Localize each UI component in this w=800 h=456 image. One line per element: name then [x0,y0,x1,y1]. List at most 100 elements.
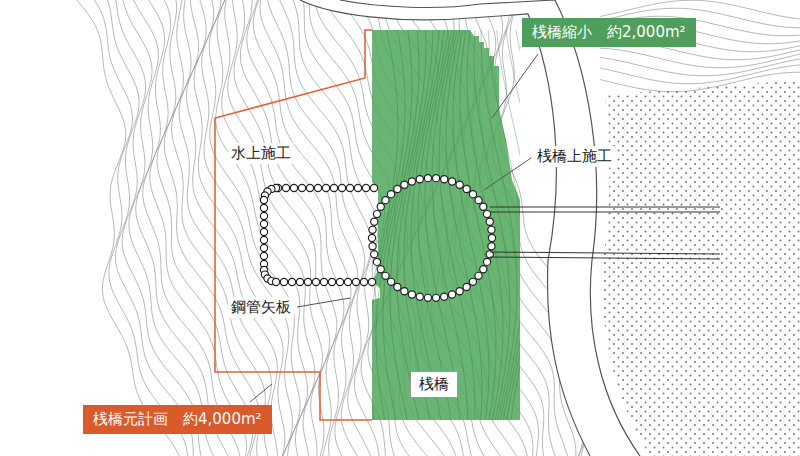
contour-line [87,0,188,456]
contour-line [425,30,460,420]
gravel-area [603,80,800,456]
sheet-pile [260,228,267,235]
contour-line [600,64,800,84]
contour-line [505,30,520,420]
sheet-pile [483,258,490,265]
contour-line [222,0,315,456]
contour-line [390,30,426,420]
sheet-pile [486,218,493,225]
sheet-pile [416,176,423,183]
sheet-pile [320,278,327,285]
sheet-pile [448,291,455,298]
contour-line [453,30,489,420]
reduced-trestle-area [372,30,520,420]
contour-line [474,30,510,420]
contour-line [260,0,358,456]
contour-line [129,0,229,456]
sheet-pile [290,184,297,191]
label-text: 桟橋 [419,375,449,394]
contour-line [446,30,482,420]
sheet-pile [260,220,267,227]
sheet-pile [424,175,431,182]
sheet-pile [432,175,439,182]
sheet-pile [338,184,345,191]
river-bank [340,0,640,456]
contour-line [372,30,398,420]
sheet-pile [401,181,408,188]
sheet-pile [488,243,495,250]
sheet-pile [408,291,415,298]
sheet-pile [448,178,455,185]
sheet-pile [260,196,267,203]
label-text: 桟橋縮小 約2,000m² [532,23,686,42]
contour-line [164,0,259,456]
sheet-pile [475,197,482,204]
sheet-pile [488,226,495,233]
plan-label-box: 桟橋元計画 約4,000m² [83,405,272,434]
sheet-pile [371,218,378,225]
sheet-pile [394,283,401,290]
sheet-pile [424,294,431,301]
sheet-pile [382,272,389,279]
contour-line [481,30,517,420]
sheet-pile [377,203,384,210]
contour-line [121,0,214,456]
sheet-pile [416,293,423,300]
callout-label: 桟橋上施工 [534,146,615,167]
sheet-pile [475,272,482,279]
contour-line [142,0,240,456]
label-text: 桟橋元計画 約4,000m² [93,410,262,429]
sheet-pile [306,184,313,191]
sheet-pile [360,278,367,285]
contour-line [460,30,496,420]
contour-line [187,0,278,456]
sheet-pile [368,278,375,285]
sheet-pile [369,226,376,233]
sheet-pile [314,184,321,191]
contour-line [157,0,253,456]
sheet-pile [373,210,380,217]
area-label-box: 桟橋縮小 約2,000m² [522,18,696,47]
contour-line [150,0,247,456]
sheet-pile [296,278,303,285]
sheet-pile [352,278,359,285]
contour-line [488,30,520,420]
callout-label: 水上施工 [228,143,294,164]
sheet-pile [469,191,476,198]
sheet-pile [354,184,361,191]
sheet-pile [260,212,267,219]
sheet-pile [382,197,389,204]
sheet-pile [387,278,394,285]
contour-line [376,30,412,420]
sheet-pile [408,178,415,185]
contour-line [266,0,364,456]
sheet-pile [260,252,267,259]
callout-label: 鋼管矢板 [228,297,294,318]
contour-line [216,0,308,456]
contour-line [600,57,800,75]
sheet-pile [480,266,487,273]
sheet-pile [312,278,319,285]
contour-line [432,30,468,420]
contour-line [275,0,371,456]
contour-line [114,0,201,456]
contour-line [397,30,433,420]
river-bank [300,0,590,456]
sheet-pile [298,184,305,191]
contour-line [247,0,344,456]
sheet-pile [456,181,463,188]
sheet-pile [346,184,353,191]
sheet-pile [488,234,495,241]
contour-line [510,30,520,420]
contour-line [179,0,271,456]
sheet-pile [330,184,337,191]
sheet-pile [456,288,463,295]
sheet-pile [282,184,289,191]
sheet-pile [272,278,279,285]
sheet-pile [480,203,487,210]
contour-line [439,30,475,420]
original-plan-outline [215,30,372,420]
contour-line [194,0,285,456]
